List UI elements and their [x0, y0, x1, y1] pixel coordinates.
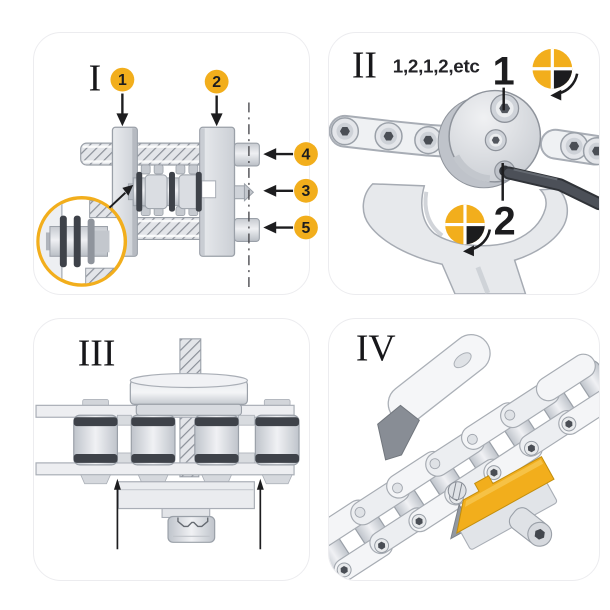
step-2-label: 2 [494, 199, 516, 243]
yellow-anvil [456, 455, 555, 535]
badge-5-label: 5 [302, 220, 311, 237]
magnifier-detail [36, 184, 134, 287]
left-arrow-icon [263, 184, 277, 197]
badge-4-label: 4 [302, 147, 311, 164]
chain-side-view [35, 398, 300, 485]
press-drum [129, 372, 249, 416]
callout-4: 4 [263, 142, 318, 166]
chain-3d [329, 353, 599, 580]
callout-5: 5 [263, 215, 318, 240]
anvil-block [117, 481, 255, 543]
chain-pin-icon [330, 117, 360, 146]
hex-socket-icon [491, 136, 500, 144]
sequence-label: 1,2,1,2,etc [393, 56, 480, 77]
panel-1: 1 2 4 3 [33, 32, 318, 295]
up-arrow-icon [113, 478, 121, 490]
badge-4 [294, 142, 318, 166]
hex-socket-icon [534, 528, 545, 540]
panel-3: III [33, 318, 310, 581]
panel-4: IV [328, 318, 600, 581]
yellow-tool-block [450, 455, 558, 550]
press-screw-top [179, 338, 202, 380]
allen-key [502, 166, 599, 211]
down-arrow-icon [210, 113, 223, 127]
clamp-plate-right [199, 126, 236, 257]
chain-roller [194, 414, 240, 466]
badge-1 [110, 67, 135, 92]
callout-2: 2 [204, 69, 229, 127]
panel-3-illustration: III [35, 333, 300, 550]
center-pin [234, 182, 255, 202]
pointer-line [108, 192, 127, 209]
rivet-pin [447, 481, 467, 501]
left-arrow-icon [263, 221, 277, 234]
badge-2-label: 2 [212, 74, 221, 91]
callout-1: 1 [110, 67, 135, 127]
panel-4-illustration: IV [329, 328, 599, 580]
wedge-tool [377, 404, 420, 461]
panel-3-numeral: III [78, 333, 116, 375]
bolt-middle [484, 129, 507, 152]
chain-roller [254, 414, 300, 466]
pin-slot [201, 180, 217, 199]
up-arrow-right [256, 478, 264, 550]
panel-1-illustration: 1 2 4 3 [36, 58, 318, 289]
up-arrow-icon [256, 478, 264, 490]
tool-stub [508, 507, 553, 547]
badge-5 [294, 215, 318, 240]
panel-4-numeral: IV [356, 328, 396, 370]
chain-roller [73, 414, 119, 466]
panel-1-numeral: I [89, 58, 102, 100]
badge-3-label: 3 [302, 183, 311, 200]
panel-2: 1 2 1,2,1,2,etc II [328, 32, 600, 295]
rod-end-top [233, 142, 260, 167]
chain-link-assembly [127, 164, 202, 216]
up-arrow-left [113, 478, 121, 550]
quarter-turn-icon-1 [530, 47, 579, 103]
callout-3: 3 [263, 178, 318, 203]
chain-pin-icon [374, 122, 403, 151]
down-arrow-icon [116, 113, 129, 127]
badge-1-label: 1 [118, 72, 127, 89]
panel-2-numeral: II [352, 45, 377, 87]
chain-right [539, 128, 599, 166]
left-arrow-icon [263, 148, 277, 161]
pointer-arrow-icon [122, 184, 134, 196]
panel-2-illustration: 1 2 1,2,1,2,etc II [329, 45, 599, 294]
chain-roller [130, 414, 176, 466]
chain-pin-icon [560, 131, 589, 161]
chain-pin-icon [414, 126, 443, 155]
badge-3 [294, 178, 318, 203]
rod-end-bottom [233, 218, 260, 242]
badge-2 [204, 69, 229, 94]
step-1-label: 1 [493, 50, 515, 94]
